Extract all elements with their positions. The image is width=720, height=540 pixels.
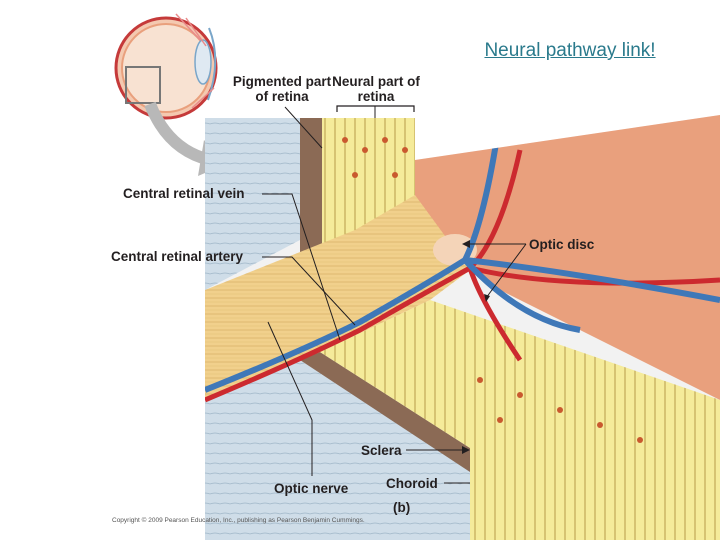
label-optic-disc: Optic disc	[529, 237, 595, 252]
label-neural-retina: Neural part of retina	[332, 74, 420, 104]
sclera-region	[205, 118, 300, 290]
leader-artery	[262, 256, 356, 326]
leader-optic-nerve	[267, 321, 313, 476]
copyright-text: Copyright © 2009 Pearson Education, Inc.…	[112, 517, 365, 524]
leader-optic-disc	[470, 243, 527, 299]
neural-pathway-link[interactable]: Neural pathway link!	[484, 40, 656, 61]
label-central-retinal-artery: Central retinal artery	[111, 249, 244, 264]
label-choroid: Choroid	[386, 476, 438, 491]
label-central-retinal-vein: Central retinal vein	[123, 186, 245, 201]
label-panel-b: (b)	[393, 500, 411, 515]
label-pigmented-retina: Pigmented part of retina	[232, 74, 332, 104]
leader-pigmented	[284, 106, 323, 149]
label-optic-nerve: Optic nerve	[274, 481, 349, 496]
choroid-region	[300, 118, 322, 262]
neural-retina-lower	[320, 300, 720, 540]
central-retinal-vein	[205, 117, 720, 393]
optic-nerve-fibers	[205, 195, 470, 400]
eyeball-thumbnail	[114, 13, 218, 120]
label-sclera: Sclera	[361, 443, 402, 458]
central-retinal-artery	[205, 149, 720, 403]
